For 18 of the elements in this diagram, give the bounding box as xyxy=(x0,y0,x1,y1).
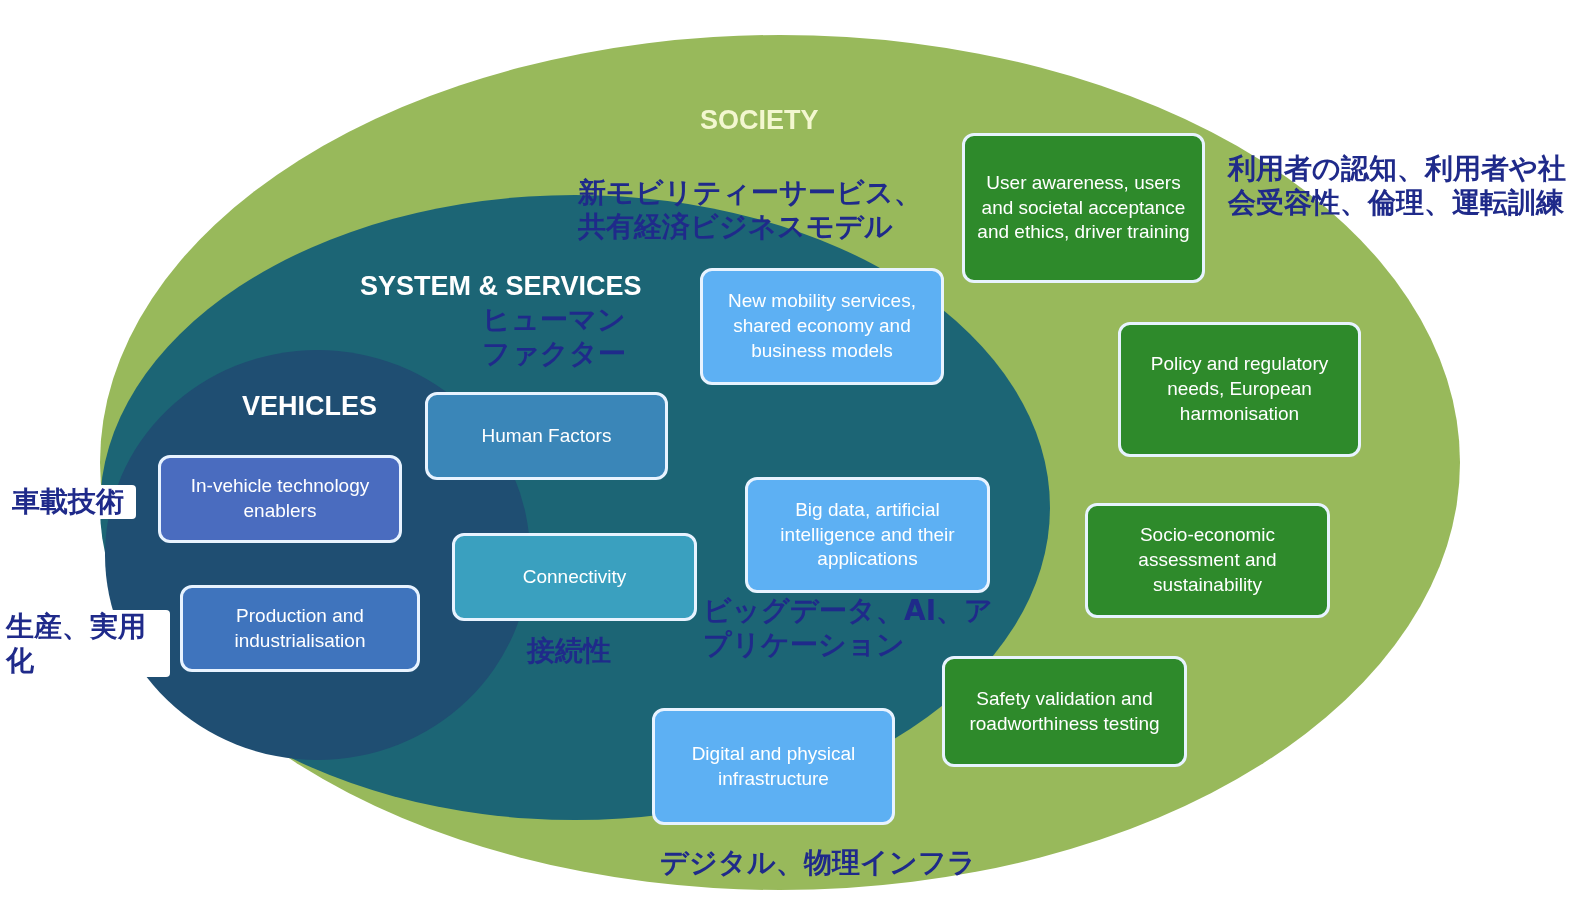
topic-box: Human Factors xyxy=(425,392,668,480)
japanese-annotation: デジタル、物理インフラ xyxy=(660,846,977,880)
topic-box: Socio-economic assessment and sustainability xyxy=(1085,503,1330,618)
topic-box: Digital and physical infrastructure xyxy=(652,708,895,825)
region-title: VEHICLES xyxy=(242,390,378,423)
topic-box: Production and industrialisation xyxy=(180,585,420,672)
topic-box: Safety validation and roadworthiness testing xyxy=(942,656,1187,767)
region-title: SYSTEM & SERVICES xyxy=(360,270,642,303)
topic-box: User awareness, users and societal acceptance and ethics, driver training xyxy=(962,133,1205,283)
japanese-annotation: 接続性 xyxy=(527,634,612,668)
region-title: SOCIETY xyxy=(700,104,819,137)
topic-box: Connectivity xyxy=(452,533,697,621)
topic-box: In-vehicle technology enablers xyxy=(158,455,402,543)
topic-box: Big data, artificial intelligence and their applications xyxy=(745,477,990,593)
topic-box: Policy and regulatory needs, European harmonisation xyxy=(1118,322,1361,457)
japanese-annotation: ヒューマンファクター xyxy=(482,303,627,371)
topic-box: New mobility services, shared economy and business models xyxy=(700,268,944,385)
japanese-annotation: 生産、実用化 xyxy=(2,610,170,678)
